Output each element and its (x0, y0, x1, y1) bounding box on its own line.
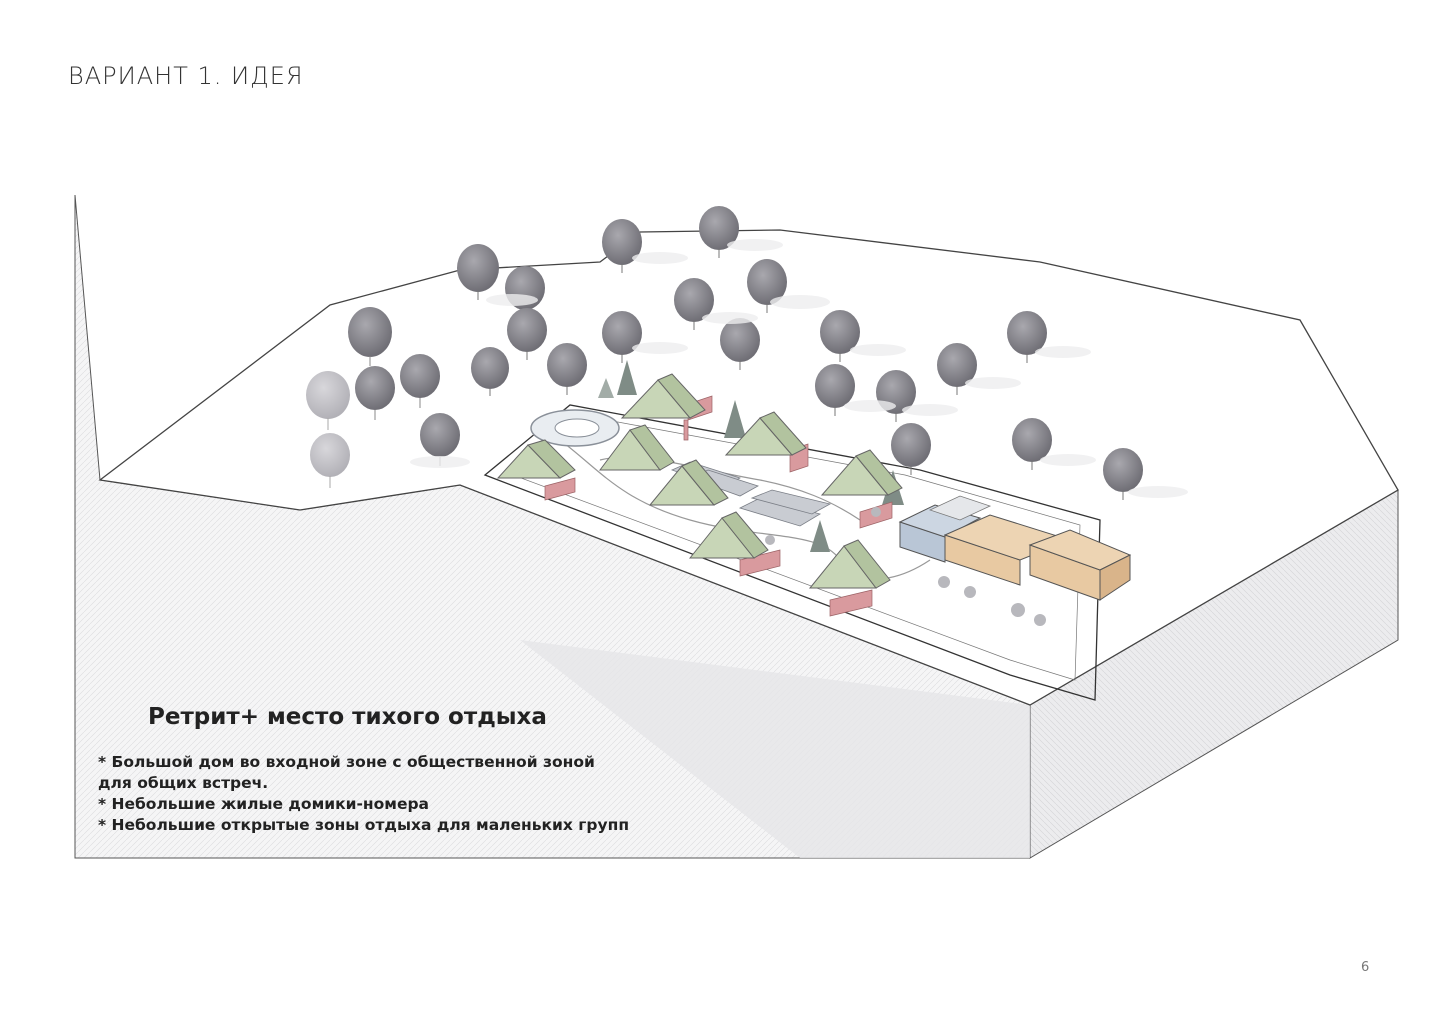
tree-shadows (410, 239, 1188, 498)
note-line: * Небольшие открытые зоны отдыха для мал… (98, 816, 630, 834)
deciduous-tree-icon (306, 371, 350, 430)
deciduous-tree-icon (820, 310, 860, 362)
main-house (898, 495, 1132, 601)
deciduous-tree-icon (547, 343, 587, 395)
fence (739, 549, 781, 577)
note-line: для общих встреч. (98, 774, 269, 792)
deciduous-tree-icon (457, 244, 499, 300)
wing-side (1099, 554, 1131, 601)
fence (683, 419, 689, 441)
trees-light (306, 307, 460, 488)
deciduous-tree-icon (674, 278, 714, 330)
fence (544, 477, 576, 501)
deciduous-tree-icon (891, 423, 931, 475)
deciduous-tree-icon (937, 343, 977, 395)
shrubs (765, 507, 1046, 626)
deciduous-tree-icon (355, 366, 395, 420)
cabins (496, 373, 903, 589)
site-plot-outline (483, 404, 1101, 701)
cabin-icon (808, 539, 891, 589)
cabin-icon (820, 449, 903, 496)
terrain-shadow (520, 640, 1030, 858)
page-title: ВАРИАНТ 1. ИДЕЯ (68, 62, 304, 90)
cabin-icon (724, 411, 807, 456)
round-plaza-inner (554, 418, 600, 438)
deciduous-tree-icon (815, 364, 855, 416)
cabin-icon (496, 439, 576, 479)
pine-tree-icon (810, 520, 830, 552)
deciduous-tree-icon (400, 354, 440, 408)
pine-tree-icon (724, 400, 746, 438)
fence (829, 589, 873, 617)
deciduous-tree-icon (747, 259, 787, 313)
notes-list: * Большой дом во входной зоне с обществе… (98, 752, 629, 836)
deciduous-tree-icon (1103, 448, 1143, 500)
note-line: * Большой дом во входной зоне с обществе… (98, 753, 595, 771)
cabin-icon (620, 373, 706, 419)
deciduous-tree-icon (699, 206, 739, 258)
stairs (928, 495, 992, 521)
cabin-icon (599, 424, 675, 471)
deciduous-tree-icon (602, 219, 642, 273)
deciduous-tree-icon (471, 347, 509, 396)
deciduous-tree-icon (602, 311, 642, 363)
cabin-icon (648, 459, 729, 506)
deciduous-tree-icon (310, 433, 350, 488)
deciduous-tree-icon (348, 307, 392, 366)
deciduous-tree-icon (507, 308, 547, 360)
solar-panel-icon (738, 489, 832, 527)
page-number: 6 (1361, 960, 1370, 975)
deciduous-tree-icon (1012, 418, 1052, 470)
caption-title: Ретрит+ место тихого отдыха (148, 704, 547, 730)
deciduous-tree-icon (720, 318, 760, 370)
deciduous-tree-icon (1007, 311, 1047, 363)
note-line: * Небольшие жилые домики-номера (98, 795, 430, 813)
cabin-icon (688, 511, 769, 559)
pine-tree-icon (598, 378, 614, 398)
pine-tree-icon (617, 360, 637, 395)
